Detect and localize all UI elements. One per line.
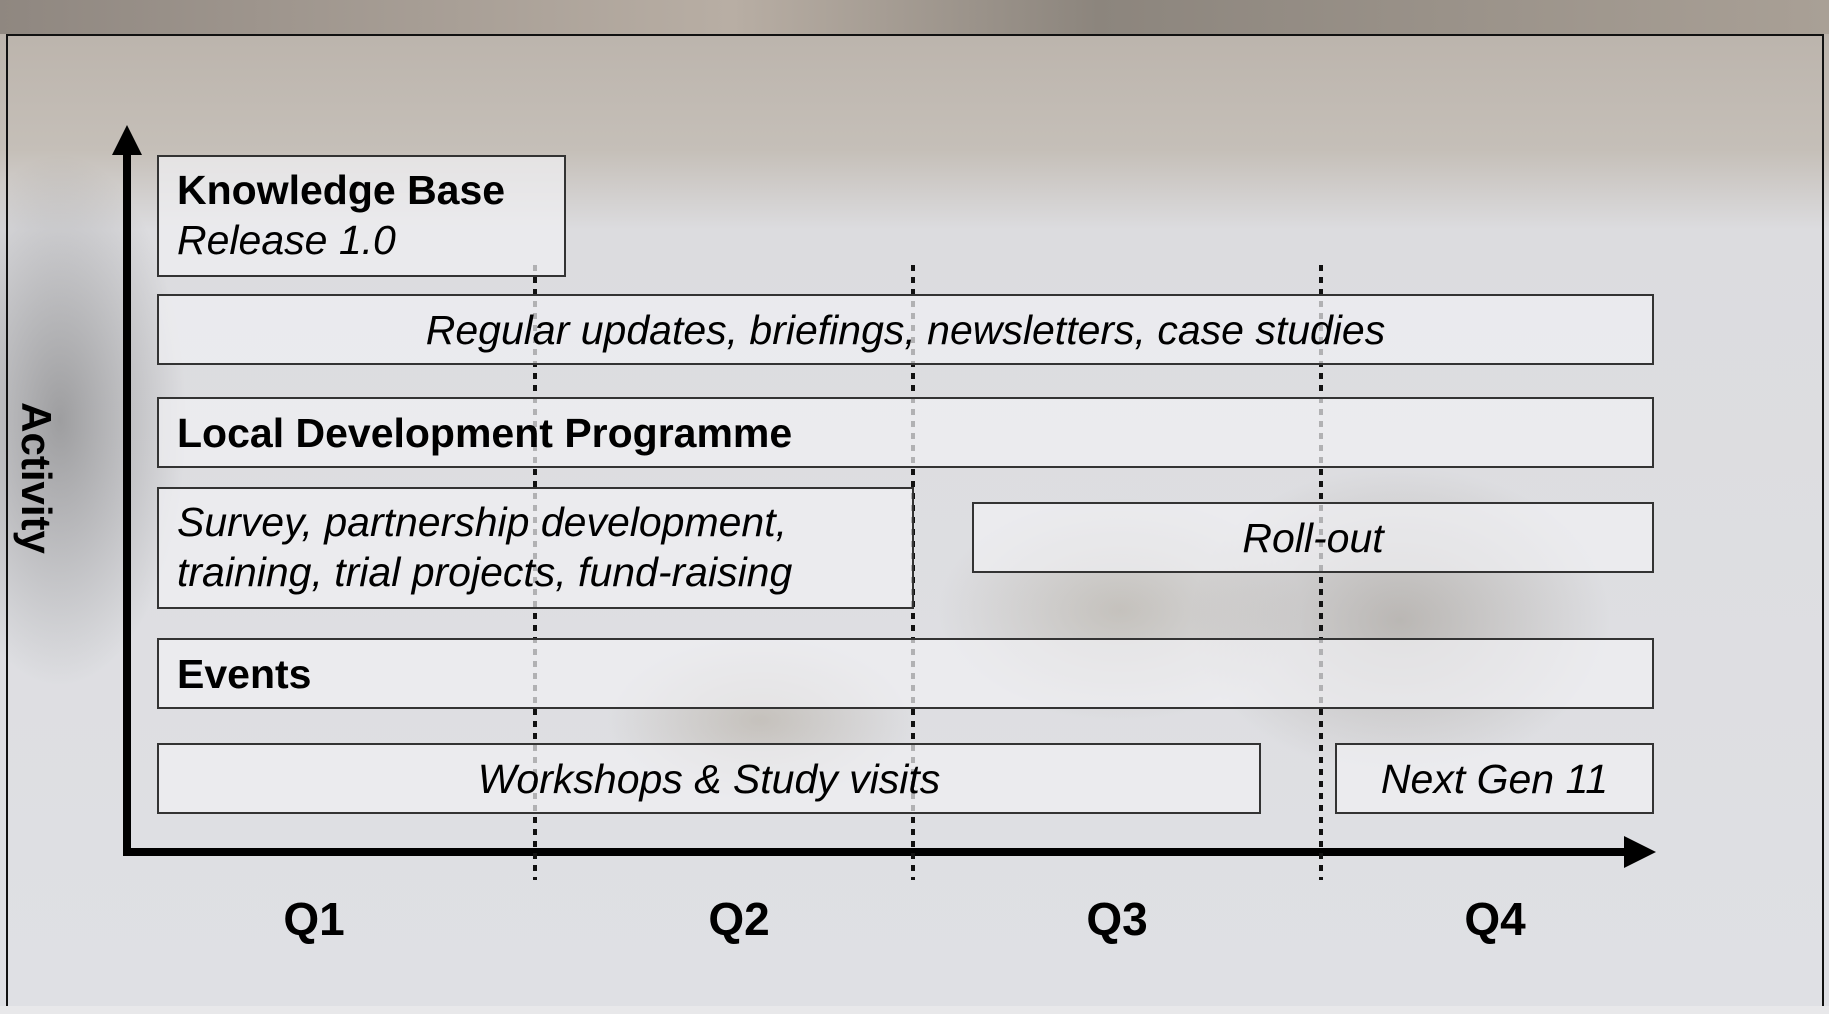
quarter-label-q2: Q2 <box>708 893 770 945</box>
x-axis-arrowhead <box>1624 836 1656 868</box>
local-development-bar: Local Development Programme <box>157 397 1654 468</box>
workshops-box: Workshops & Study visits <box>157 743 1261 814</box>
survey-line-1: Survey, partnership development, <box>177 499 788 545</box>
quarter-label-q3: Q3 <box>1086 893 1148 945</box>
knowledge-base-title: Knowledge Base <box>177 167 506 213</box>
y-axis-label: Activity <box>13 402 60 554</box>
next-gen-box: Next Gen 11 <box>1335 743 1654 814</box>
knowledge-base-box: Knowledge Base Release 1.0 <box>157 155 566 277</box>
survey-box: Survey, partnership development, trainin… <box>157 487 914 609</box>
y-axis-arrowhead <box>112 125 142 155</box>
workshops-label: Workshops & Study visits <box>477 755 941 802</box>
events-bar: Events <box>157 638 1654 709</box>
events-title: Events <box>177 650 312 697</box>
photo-top-strip <box>0 0 1829 34</box>
quarter-label-q1: Q1 <box>283 893 345 945</box>
survey-line-2: training, trial projects, fund-raising <box>177 549 793 595</box>
knowledge-base-subtitle: Release 1.0 <box>177 217 396 263</box>
next-gen-label: Next Gen 11 <box>1380 755 1609 802</box>
slide-bottom-strip <box>0 1006 1829 1014</box>
rollout-label: Roll-out <box>1242 514 1384 561</box>
quarter-label-q4: Q4 <box>1464 893 1526 945</box>
updates-label: Regular updates, briefings, newsletters,… <box>425 306 1386 353</box>
updates-bar: Regular updates, briefings, newsletters,… <box>157 294 1654 365</box>
local-development-title: Local Development Programme <box>177 409 793 456</box>
rollout-box: Roll-out <box>972 502 1654 573</box>
